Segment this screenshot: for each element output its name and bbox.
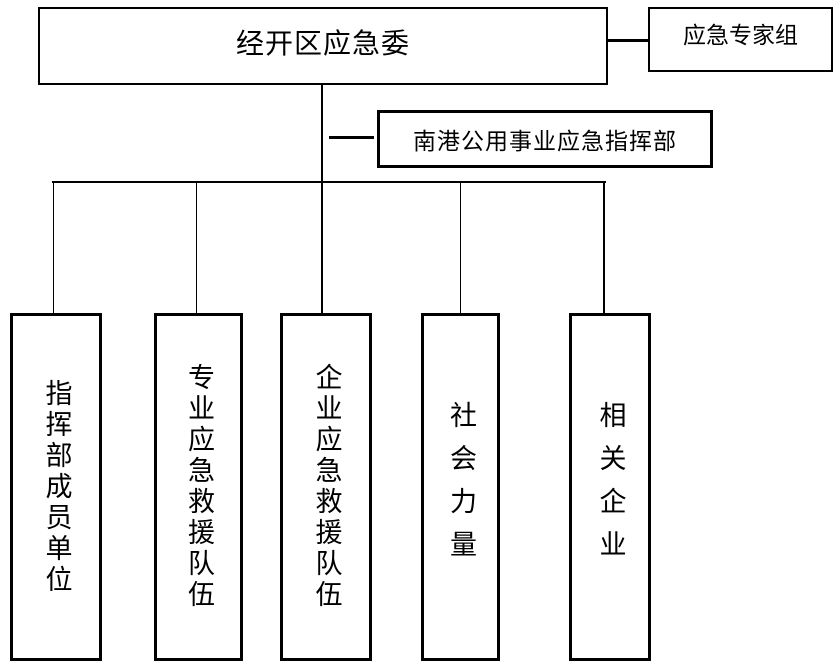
node-branch-social-forces-label: 社会力量 [446, 401, 476, 573]
node-branch-social-forces: 社会力量 [421, 313, 500, 661]
connector-drop-branch-2 [195, 183, 197, 313]
connector-root-vertical [320, 85, 323, 313]
node-utility-command: 南港公用事业应急指挥部 [377, 110, 713, 168]
node-branch-enterprise-rescue-label: 企业应急救援队伍 [311, 363, 342, 611]
node-branch-enterprise-rescue: 企业应急救援队伍 [280, 313, 372, 661]
node-emergency-committee: 经开区应急委 [38, 7, 608, 85]
connector-drop-branch-4 [459, 183, 461, 313]
node-branch-professional-rescue: 专业应急救援队伍 [154, 313, 243, 661]
node-utility-command-label: 南港公用事业应急指挥部 [413, 128, 677, 154]
node-expert-group: 应急专家组 [648, 7, 833, 72]
connector-to-command [329, 136, 374, 139]
node-expert-group-label: 应急专家组 [683, 21, 798, 48]
connector-branch-horizontal [52, 180, 606, 183]
connector-drop-branch-1 [52, 183, 54, 313]
node-branch-member-units-label: 指挥部成员单位 [41, 378, 72, 596]
node-emergency-committee-label: 经开区应急委 [235, 28, 410, 59]
node-branch-related-enterprises: 相关企业 [569, 313, 651, 661]
node-branch-professional-rescue-label: 专业应急救援队伍 [184, 363, 214, 611]
node-branch-related-enterprises-label: 相关企业 [595, 401, 626, 573]
node-branch-member-units: 指挥部成员单位 [10, 313, 102, 661]
connector-root-to-advisor [608, 39, 648, 42]
connector-drop-branch-5 [603, 183, 605, 313]
